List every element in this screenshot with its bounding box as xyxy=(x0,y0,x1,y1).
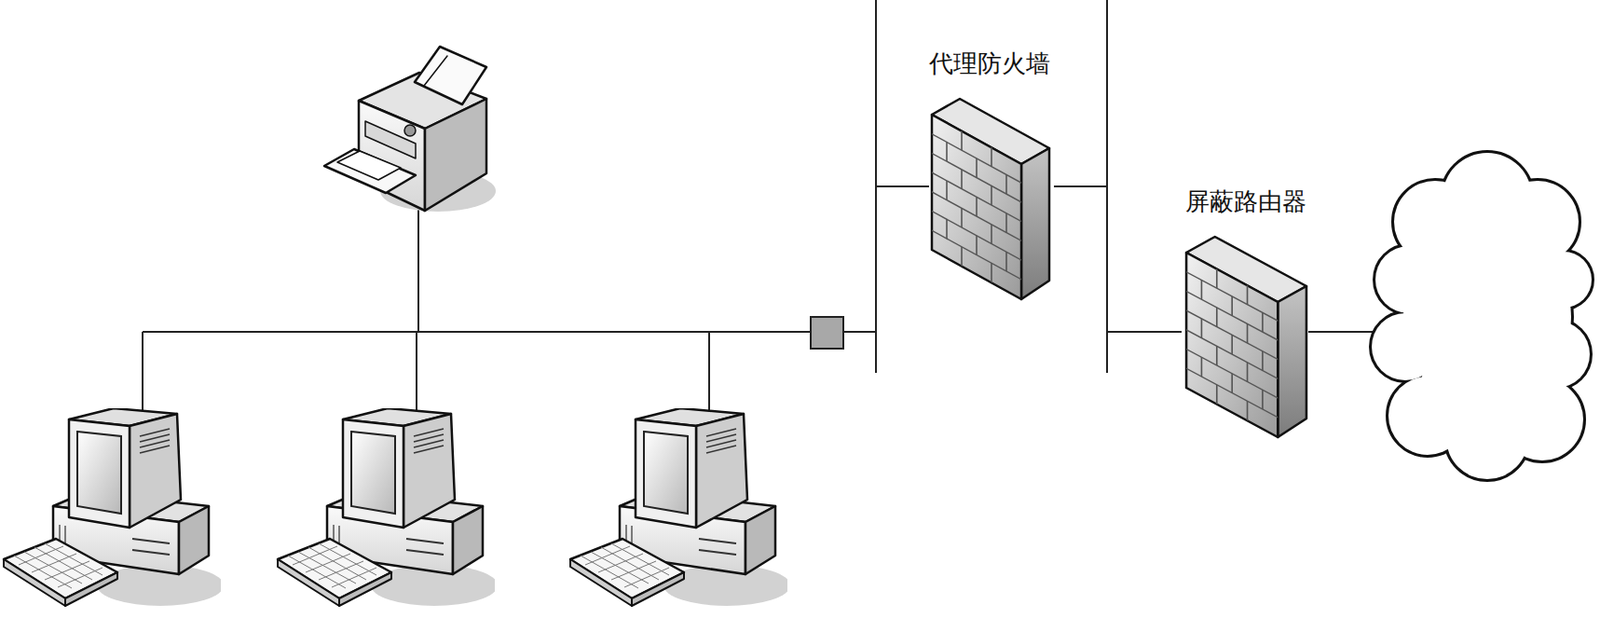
pc-icon xyxy=(3,408,224,606)
network-link xyxy=(1053,186,1182,332)
pc-icon xyxy=(570,408,791,606)
internet-cloud xyxy=(1371,152,1592,479)
device-label: 代理防火墙 xyxy=(925,48,1054,79)
firewall-icon xyxy=(1183,234,1309,439)
printer-icon xyxy=(324,46,496,212)
firewall-node: 屏蔽路由器 xyxy=(1181,186,1311,439)
firewall-icon xyxy=(929,96,1052,301)
firewall-node: 代理防火墙 xyxy=(925,48,1054,301)
device-label: 屏蔽路由器 xyxy=(1181,186,1311,217)
pc-icon xyxy=(277,408,498,606)
